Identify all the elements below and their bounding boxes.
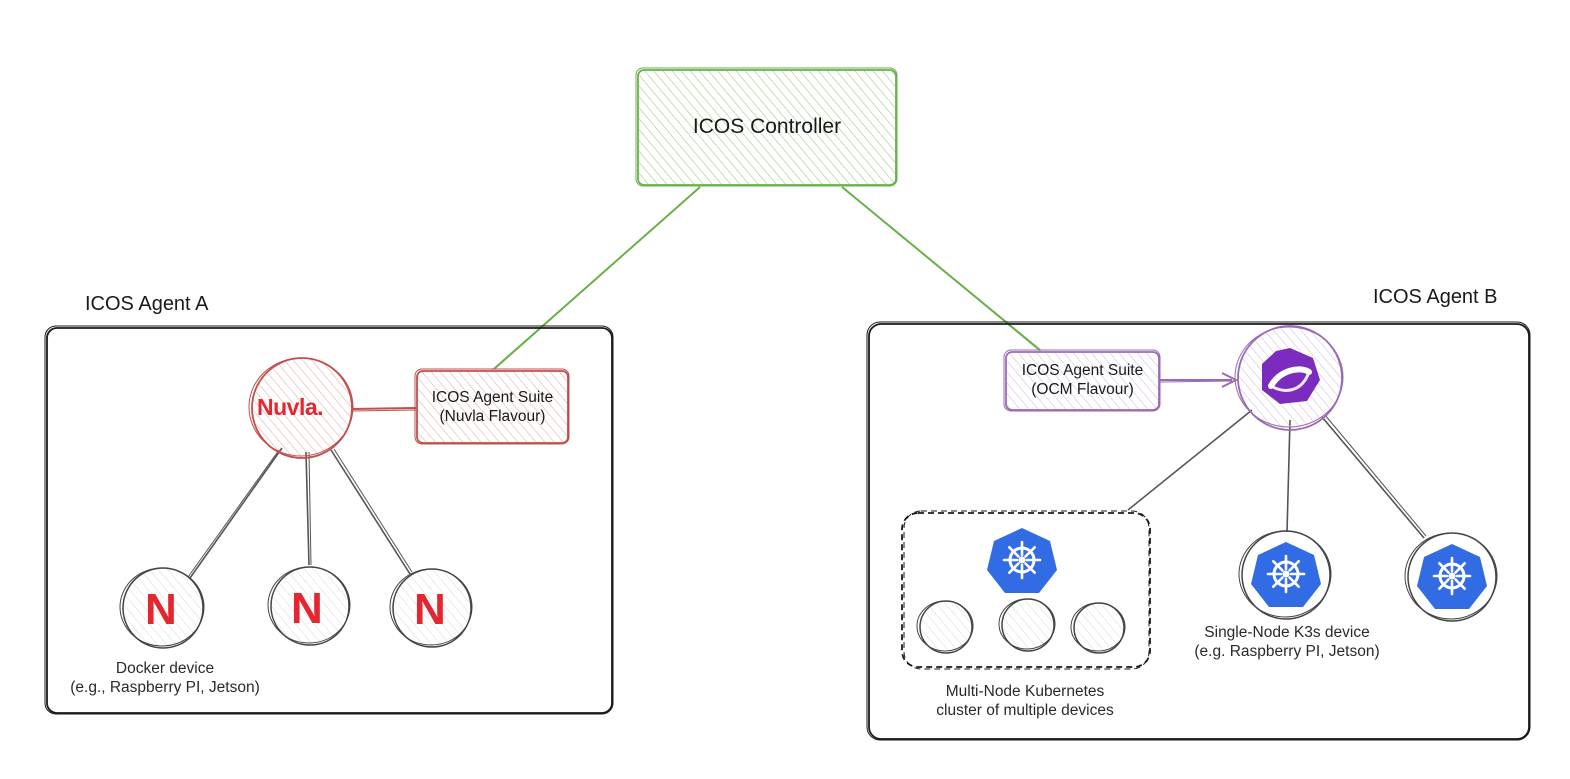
nuvla-hub-node (248, 357, 354, 459)
icos-controller-box (635, 67, 898, 187)
multi-node-label: Multi-Node Kubernetes cluster of multipl… (910, 682, 1140, 721)
nuvla-logo-text: Nuvla. (257, 394, 324, 420)
single-node-k3s-device (1238, 530, 1332, 620)
docker-device-label: Docker device (e.g., Raspberry PI, Jetso… (60, 659, 270, 698)
single-node-line2: (e.g. Raspberry PI, Jetson) (1194, 643, 1380, 661)
nuvla-suite-line2: (Nuvla Flavour) (439, 408, 546, 426)
agent-a-title: ICOS Agent A (85, 293, 209, 315)
docker-node-1-letter: N (145, 585, 177, 634)
cluster-device-3 (1070, 602, 1126, 654)
nuvla-suite-label: ICOS Agent Suite (Nuvla Flavour) (417, 388, 568, 427)
cluster-k8s-icon (987, 528, 1057, 593)
single-node-line1: Single-Node K3s device (1204, 624, 1370, 641)
ocm-suite-line1: ICOS Agent Suite (1021, 362, 1144, 379)
agent-b-title: ICOS Agent B (1373, 286, 1498, 308)
multi-node-line1: Multi-Node Kubernetes (945, 683, 1105, 700)
docker-device-line1: Docker device (115, 660, 215, 677)
controller-label: ICOS Controller (692, 115, 842, 138)
docker-device-node-2 (267, 566, 351, 646)
agent-b-frame (866, 321, 1531, 741)
ocm-suite-box (1003, 349, 1161, 412)
docker-node-3-letter: N (414, 585, 446, 634)
cluster-device-2 (998, 598, 1056, 652)
nuvla-suite-line1: ICOS Agent Suite (431, 389, 554, 406)
nuvla-suite-box (414, 368, 570, 445)
k3s-device-2 (1404, 532, 1498, 622)
ocm-logo-icon (1262, 348, 1320, 404)
docker-device-line2: (e.g., Raspberry PI, Jetson) (70, 679, 260, 697)
cluster-device-1 (916, 600, 974, 654)
multi-node-line2: cluster of multiple devices (936, 702, 1114, 720)
ocm-suite-line2: (OCM Flavour) (1031, 381, 1134, 399)
docker-node-2-letter: N (291, 584, 323, 633)
nuvla-suite-link (351, 407, 417, 410)
docker-device-node-3 (389, 568, 473, 648)
connector-lines (187, 186, 1427, 579)
agent-a-frame (44, 325, 614, 715)
multi-node-cluster-frame (901, 510, 1151, 670)
docker-device-node-1 (119, 567, 205, 649)
single-node-label: Single-Node K3s device (e.g. Raspberry P… (1180, 623, 1394, 662)
ocm-suite-label: ICOS Agent Suite (OCM Flavour) (1006, 361, 1159, 400)
